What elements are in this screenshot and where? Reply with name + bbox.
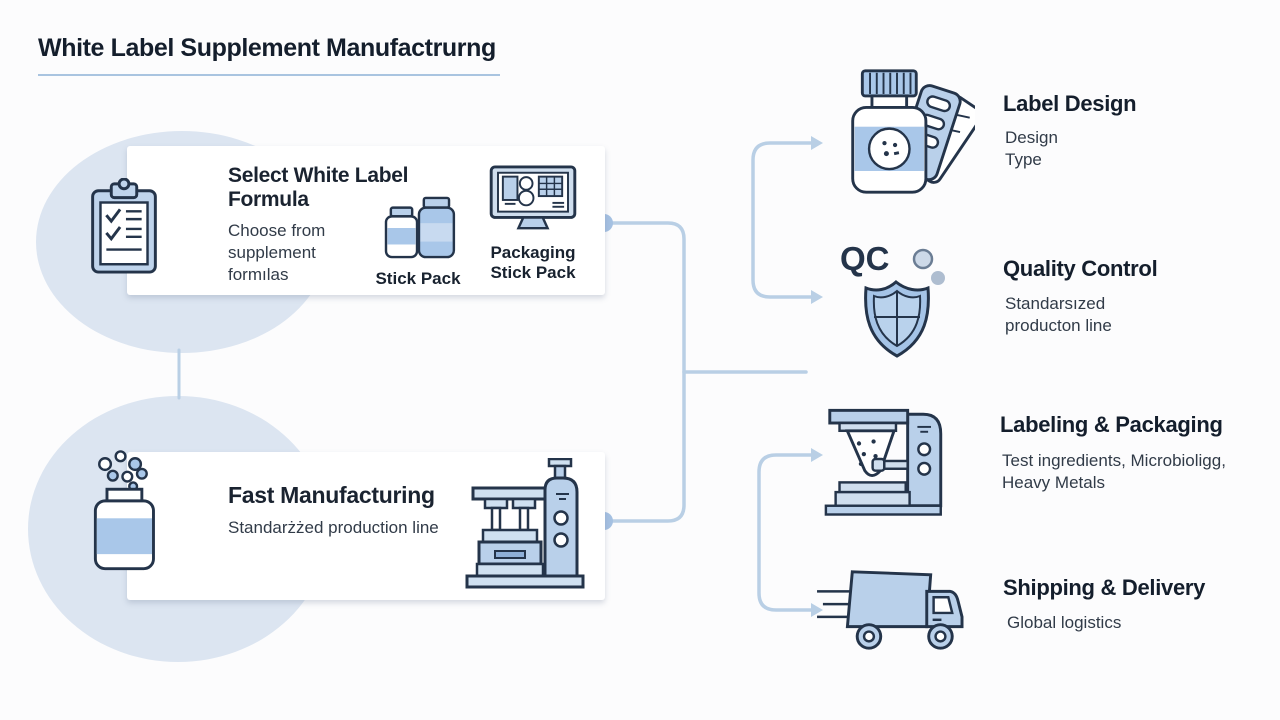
label-design-icon-wrap	[845, 66, 983, 203]
step2-icon-wrap	[76, 446, 168, 583]
tablet-press-machine-icon	[465, 457, 585, 589]
labeling-packaging-description: Test ingredients, Microbioligg, Heavy Me…	[1002, 451, 1226, 493]
quality-control-heading: Quality Control	[1003, 256, 1158, 281]
packaging-label: Packaging Stick Pack	[490, 243, 576, 283]
step1-card: Select White Label Formula Choose from s…	[127, 146, 605, 295]
shipping-icon-wrap	[815, 562, 967, 663]
step2-description: Standarżżed production line	[228, 518, 439, 537]
quality-control-description: Standarsızed producton line	[1005, 294, 1112, 336]
supplement-bottles-icon	[384, 196, 456, 259]
title-underline	[38, 74, 500, 76]
label-design-heading: Label Design	[1003, 91, 1137, 116]
label-design-description: Design Type	[1005, 128, 1058, 170]
shipping-description: Global logistics	[1007, 613, 1122, 632]
bottle-blister-pack-icon	[851, 69, 983, 194]
step2-card: Fast Manufacturing Standarżżed productio…	[127, 452, 605, 600]
labeling-packaging-icon-wrap	[822, 402, 968, 523]
qc-text: QC	[840, 240, 890, 277]
packaging-monitor-icon	[489, 165, 577, 230]
clipboard-checklist-icon	[91, 177, 157, 274]
packaging-badge: Packaging Stick Pack	[483, 164, 583, 284]
step1-description: Choose from supplement formılas	[228, 221, 326, 285]
stick-pack-label: Stick Pack	[375, 269, 461, 288]
qc-shield-icon: +	[864, 248, 945, 358]
quality-control-icon-wrap: QC +	[840, 240, 952, 370]
stick-pack-badge: Stick Pack	[375, 196, 461, 289]
step2-heading: Fast Manufacturing	[228, 482, 435, 508]
step1-heading: Select White Label Formula	[228, 164, 409, 212]
labeling-packaging-heading: Labeling & Packaging	[1000, 412, 1223, 437]
shipping-heading: Shipping & Delivery	[1003, 575, 1206, 600]
page-title: White Label Supplement Manufactrurng	[38, 34, 496, 62]
labeling-machine-icon	[824, 408, 943, 516]
step1-icon-wrap	[84, 177, 164, 281]
tablet-press-badge	[465, 457, 587, 595]
supplement-jar-icon	[93, 450, 155, 571]
shipping-truck-icon	[817, 570, 964, 650]
